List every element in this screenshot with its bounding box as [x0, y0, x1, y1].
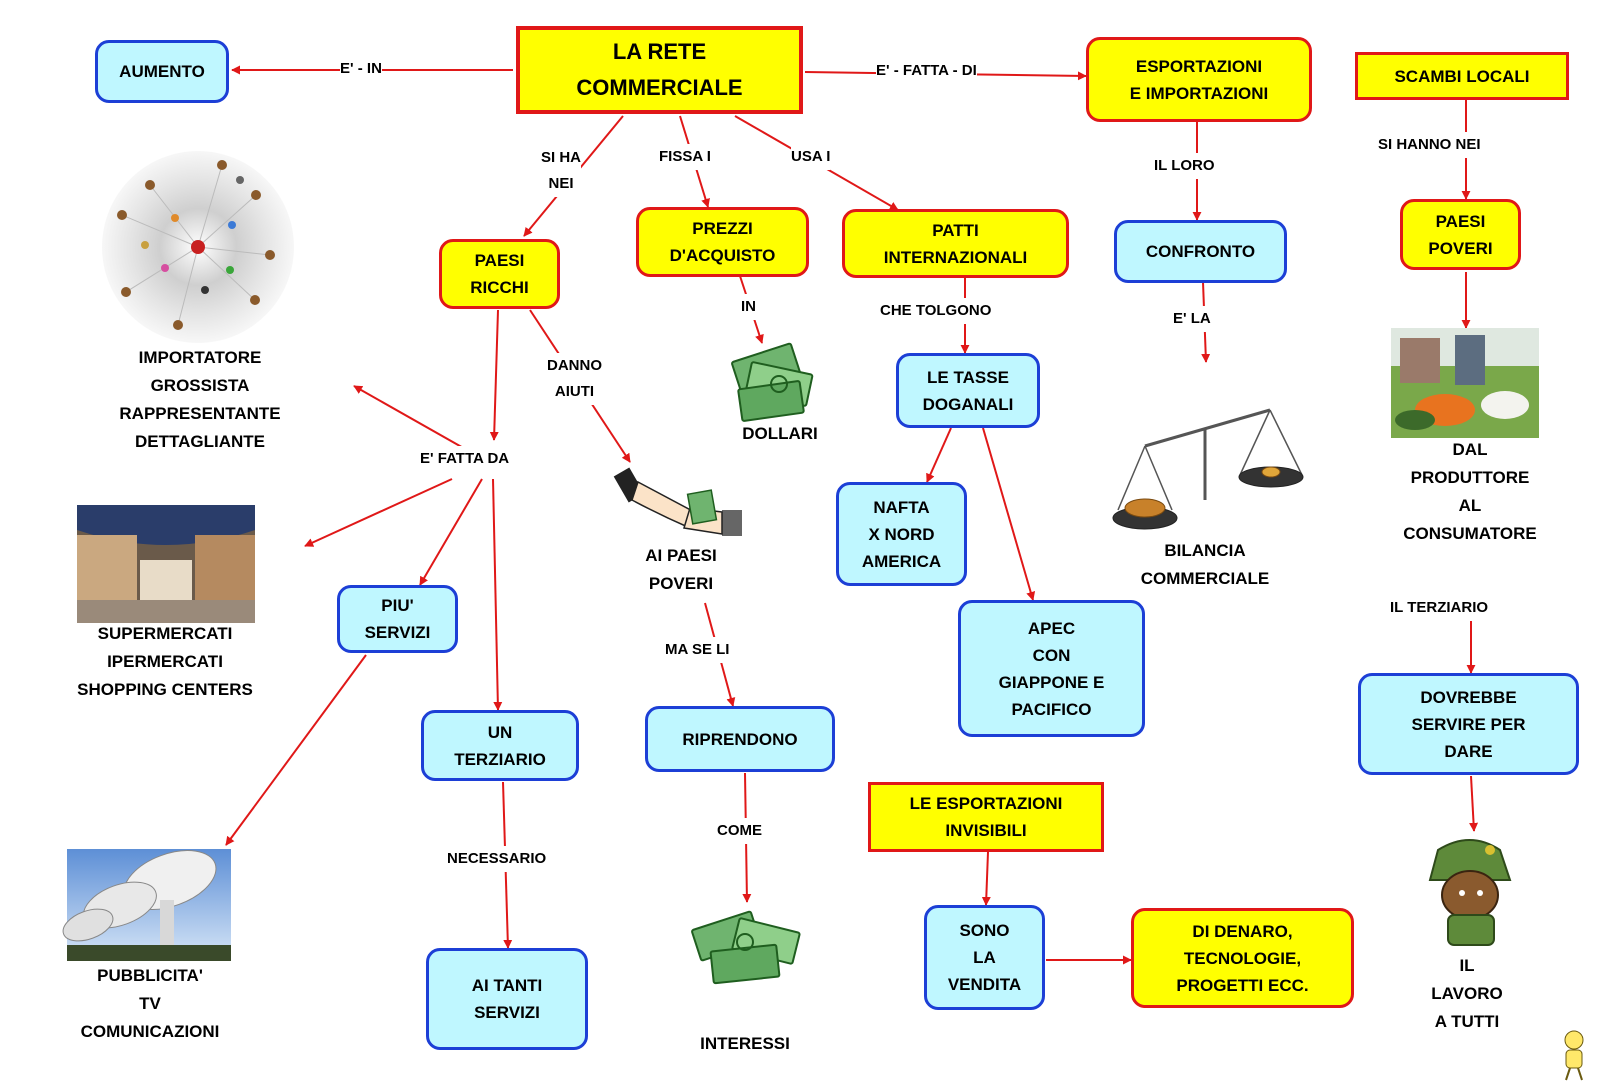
- scambi-locali-box: SCAMBI LOCALI: [1355, 52, 1569, 100]
- sono-la-vendita-box: SONO LA VENDITA: [924, 905, 1045, 1010]
- money-icon: [691, 910, 801, 985]
- paesi-poveri-box: PAESI POVERI: [1400, 199, 1521, 270]
- caption-lavoro: IL LAVORO A TUTTI: [1431, 956, 1503, 1031]
- network-icon: [102, 151, 294, 343]
- link-label-si-hanno-nei: SI HANNO NEI: [1378, 132, 1481, 158]
- arrow-servizi-pubblicita: [225, 654, 367, 846]
- link-label-fatta-da: E' FATTA DA: [420, 446, 510, 472]
- arrow-fatta-terziario: [492, 478, 503, 711]
- satellite-dish-photo: [62, 849, 231, 961]
- link-label-il-loro: IL LORO: [1154, 153, 1215, 179]
- patti-internazionali-box: PATTI INTERNAZIONALI: [842, 209, 1069, 278]
- confronto-box: CONFRONTO: [1114, 220, 1287, 283]
- link-label-e-la: E' LA: [1173, 306, 1211, 332]
- caption-ai-paesi-poveri: AI PAESI POVERI: [645, 546, 717, 593]
- link-label-fatta-di: E' - FATTA - DI: [876, 58, 977, 84]
- caption-bilancia: BILANCIA COMMERCIALE: [1140, 541, 1270, 588]
- mall-photo: [77, 505, 255, 623]
- link-label-in: IN: [741, 294, 756, 320]
- handshake-icon: [613, 467, 742, 536]
- ai-tanti-servizi-box: AI TANTI SERVIZI: [426, 948, 588, 1050]
- esportazioni-invisibili-box: LE ESPORTAZIONI INVISIBILI: [868, 782, 1104, 852]
- arrow-fatta-importatore: [353, 385, 475, 455]
- riprendono-box: RIPRENDONO: [645, 706, 835, 772]
- nafta-box: NAFTA X NORD AMERICA: [836, 482, 967, 586]
- market-photo: [1391, 328, 1539, 438]
- main-topic-box: LA RETE COMMERCIALE: [516, 26, 803, 114]
- link-label-che-tolgono: CHE TOLGONO: [880, 298, 992, 324]
- denaro-tecnologie-box: DI DENARO, TECNOLOGIE, PROGETTI ECC.: [1131, 908, 1354, 1008]
- arrow-fatta-piu-servizi: [419, 478, 483, 586]
- prezzi-acquisto-box: PREZZI D'ACQUISTO: [636, 207, 809, 277]
- apec-box: APEC CON GIAPPONE E PACIFICO: [958, 600, 1145, 737]
- tasse-doganali-box: LE TASSE DOGANALI: [896, 353, 1040, 428]
- caption-interessi: INTERESSI: [700, 1034, 790, 1053]
- arrow-dovrebbe-lavoro: [1469, 775, 1479, 832]
- caption-pubblicita: PUBBLICITA' TV COMUNICAZIONI: [80, 966, 220, 1041]
- caption-supermercati: SUPERMERCATI IPERMERCATI SHOPPING CENTER…: [77, 624, 253, 699]
- link-label-il-terziario: IL TERZIARIO: [1390, 595, 1489, 621]
- arrow-ricchi-fatta: [489, 309, 499, 441]
- link-label-necessario: NECESSARIO: [447, 846, 547, 872]
- caption-dollari: DOLLARI: [742, 424, 818, 443]
- caption-importatore: IMPORTATORE GROSSISTA RAPPRESENTANTE DET…: [119, 348, 281, 451]
- dovrebbe-servire-box: DOVREBBE SERVIRE PER DARE: [1358, 673, 1579, 775]
- mascot-icon: [1564, 1030, 1584, 1081]
- esportazioni-importazioni-box: ESPORTAZIONI E IMPORTAZIONI: [1086, 37, 1312, 122]
- link-label-usa-i: USA I: [791, 144, 831, 170]
- link-label-come: COME: [717, 818, 762, 844]
- un-terziario-box: UN TERZIARIO: [421, 710, 579, 781]
- link-label-danno-aiuti: DANNO AIUTI: [547, 353, 602, 405]
- paesi-ricchi-box: PAESI RICCHI: [439, 239, 560, 309]
- arrow-tasse-nafta: [926, 427, 952, 483]
- arrow-fatta-supermercati: [304, 478, 453, 547]
- arrow-tasse-apec: [982, 427, 1036, 601]
- balance-scale-icon: [1112, 408, 1304, 530]
- money-icon: [731, 342, 814, 422]
- caption-dal-produttore: DAL PRODUTTORE AL CONSUMATORE: [1403, 440, 1537, 543]
- aumento-box: AUMENTO: [95, 40, 229, 103]
- link-label-ma-se-li: MA SE LI: [665, 637, 730, 663]
- arrow-invisibili-vendita: [981, 851, 991, 906]
- piu-servizi-box: PIU' SERVIZI: [337, 585, 458, 653]
- boy-icon: [1428, 839, 1512, 946]
- link-label-fissa-i: FISSA I: [659, 144, 711, 170]
- link-label-si-ha-nei: SI HA NEI: [541, 145, 582, 197]
- link-label-e-in: E' - IN: [340, 56, 382, 82]
